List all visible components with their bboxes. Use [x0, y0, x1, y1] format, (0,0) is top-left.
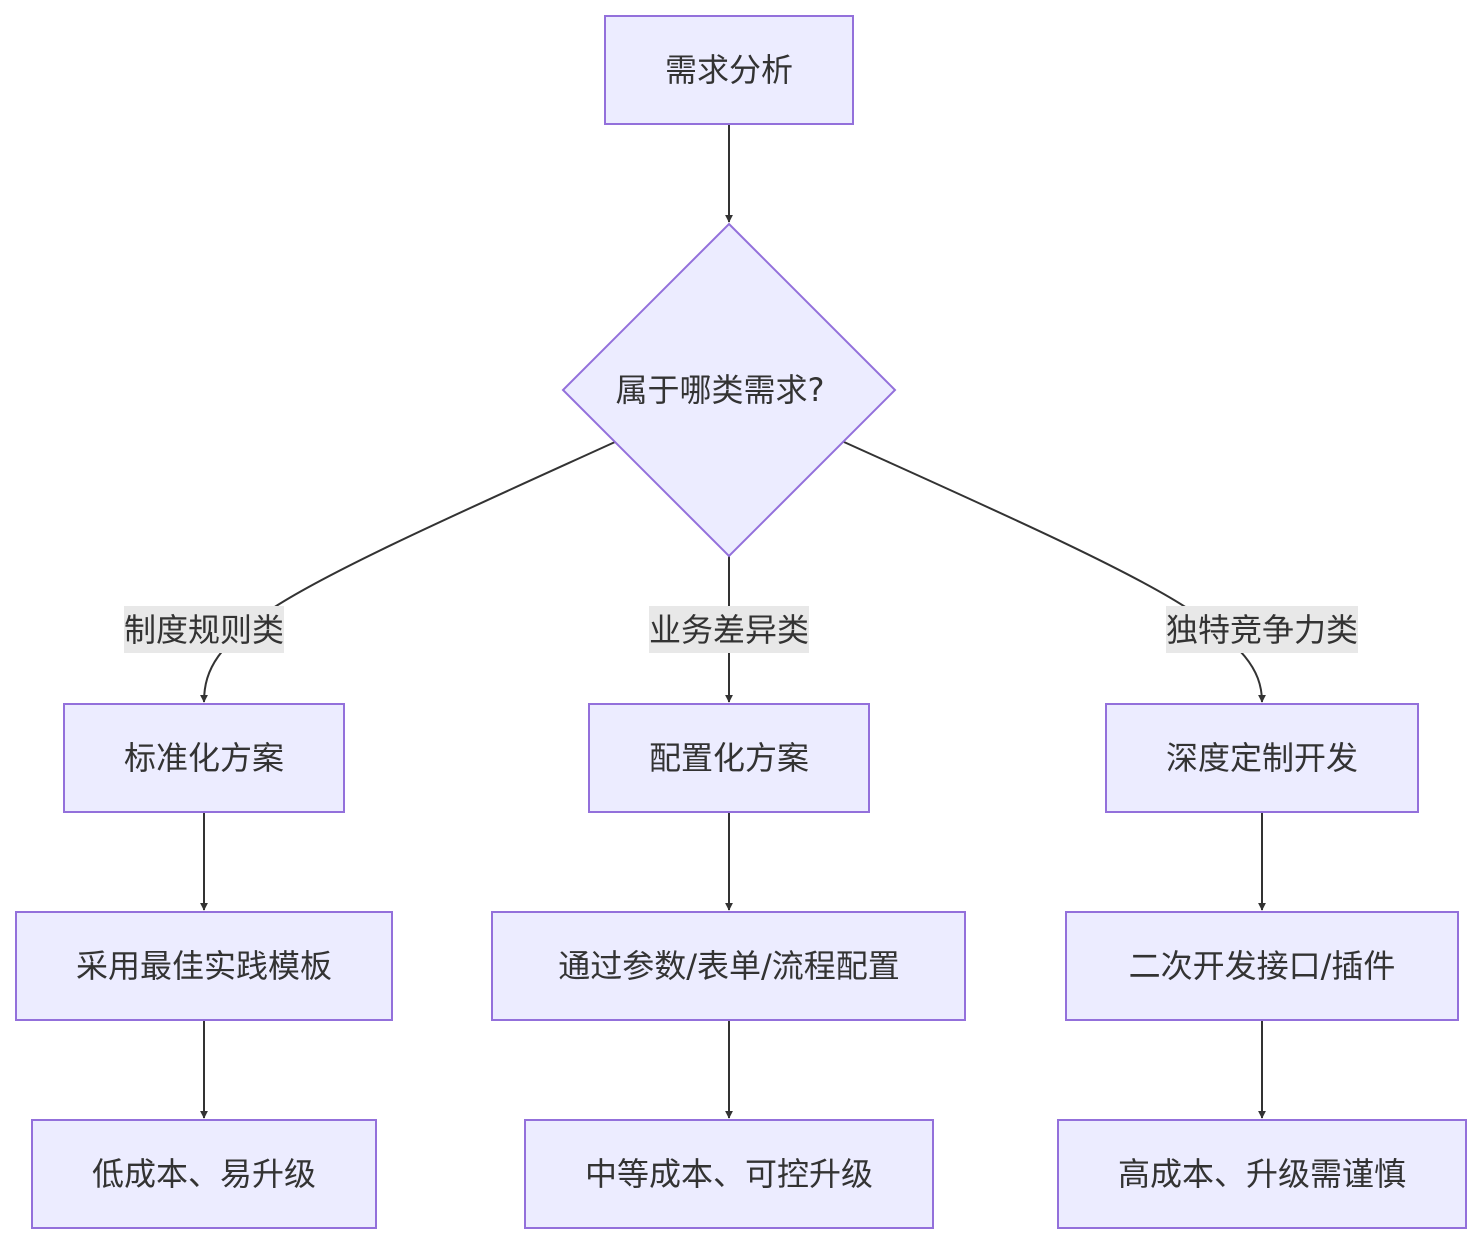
edge-label-rules: 制度规则类	[124, 606, 284, 653]
edge-label-business: 业务差异类	[649, 606, 809, 653]
node-custom-label: 深度定制开发	[1166, 739, 1358, 777]
node-mid-cost-label: 中等成本、可控升级	[585, 1155, 873, 1193]
node-config: 配置化方案	[588, 703, 870, 813]
node-custom: 深度定制开发	[1105, 703, 1419, 813]
edge-label-unique: 独特竞争力类	[1166, 606, 1358, 653]
node-mid-cost: 中等成本、可控升级	[524, 1119, 934, 1229]
edge-label-unique-text: 独特竞争力类	[1166, 611, 1358, 649]
node-analysis-label: 需求分析	[665, 51, 793, 89]
edge-label-business-text: 业务差异类	[649, 611, 809, 649]
edge-decision-to-standard	[200, 441, 616, 703]
node-standard-label: 标准化方案	[124, 739, 284, 777]
node-low-cost-label: 低成本、易升级	[92, 1155, 316, 1193]
node-decision-label: 属于哪类需求?	[616, 371, 825, 409]
node-params-label: 通过参数/表单/流程配置	[558, 947, 900, 985]
node-decision: 属于哪类需求?	[561, 222, 897, 558]
node-params: 通过参数/表单/流程配置	[491, 911, 966, 1021]
node-template: 采用最佳实践模板	[15, 911, 393, 1021]
node-config-label: 配置化方案	[649, 739, 809, 777]
node-analysis: 需求分析	[604, 15, 854, 125]
edge-decision-to-custom	[843, 441, 1266, 703]
node-high-cost-label: 高成本、升级需谨慎	[1118, 1155, 1406, 1193]
node-template-label: 采用最佳实践模板	[76, 947, 332, 985]
node-plugin: 二次开发接口/插件	[1065, 911, 1459, 1021]
edge-label-rules-text: 制度规则类	[124, 611, 284, 649]
node-high-cost: 高成本、升级需谨慎	[1057, 1119, 1467, 1229]
node-low-cost: 低成本、易升级	[31, 1119, 377, 1229]
edges	[200, 124, 1266, 1119]
node-plugin-label: 二次开发接口/插件	[1129, 947, 1396, 985]
node-standard: 标准化方案	[63, 703, 345, 813]
